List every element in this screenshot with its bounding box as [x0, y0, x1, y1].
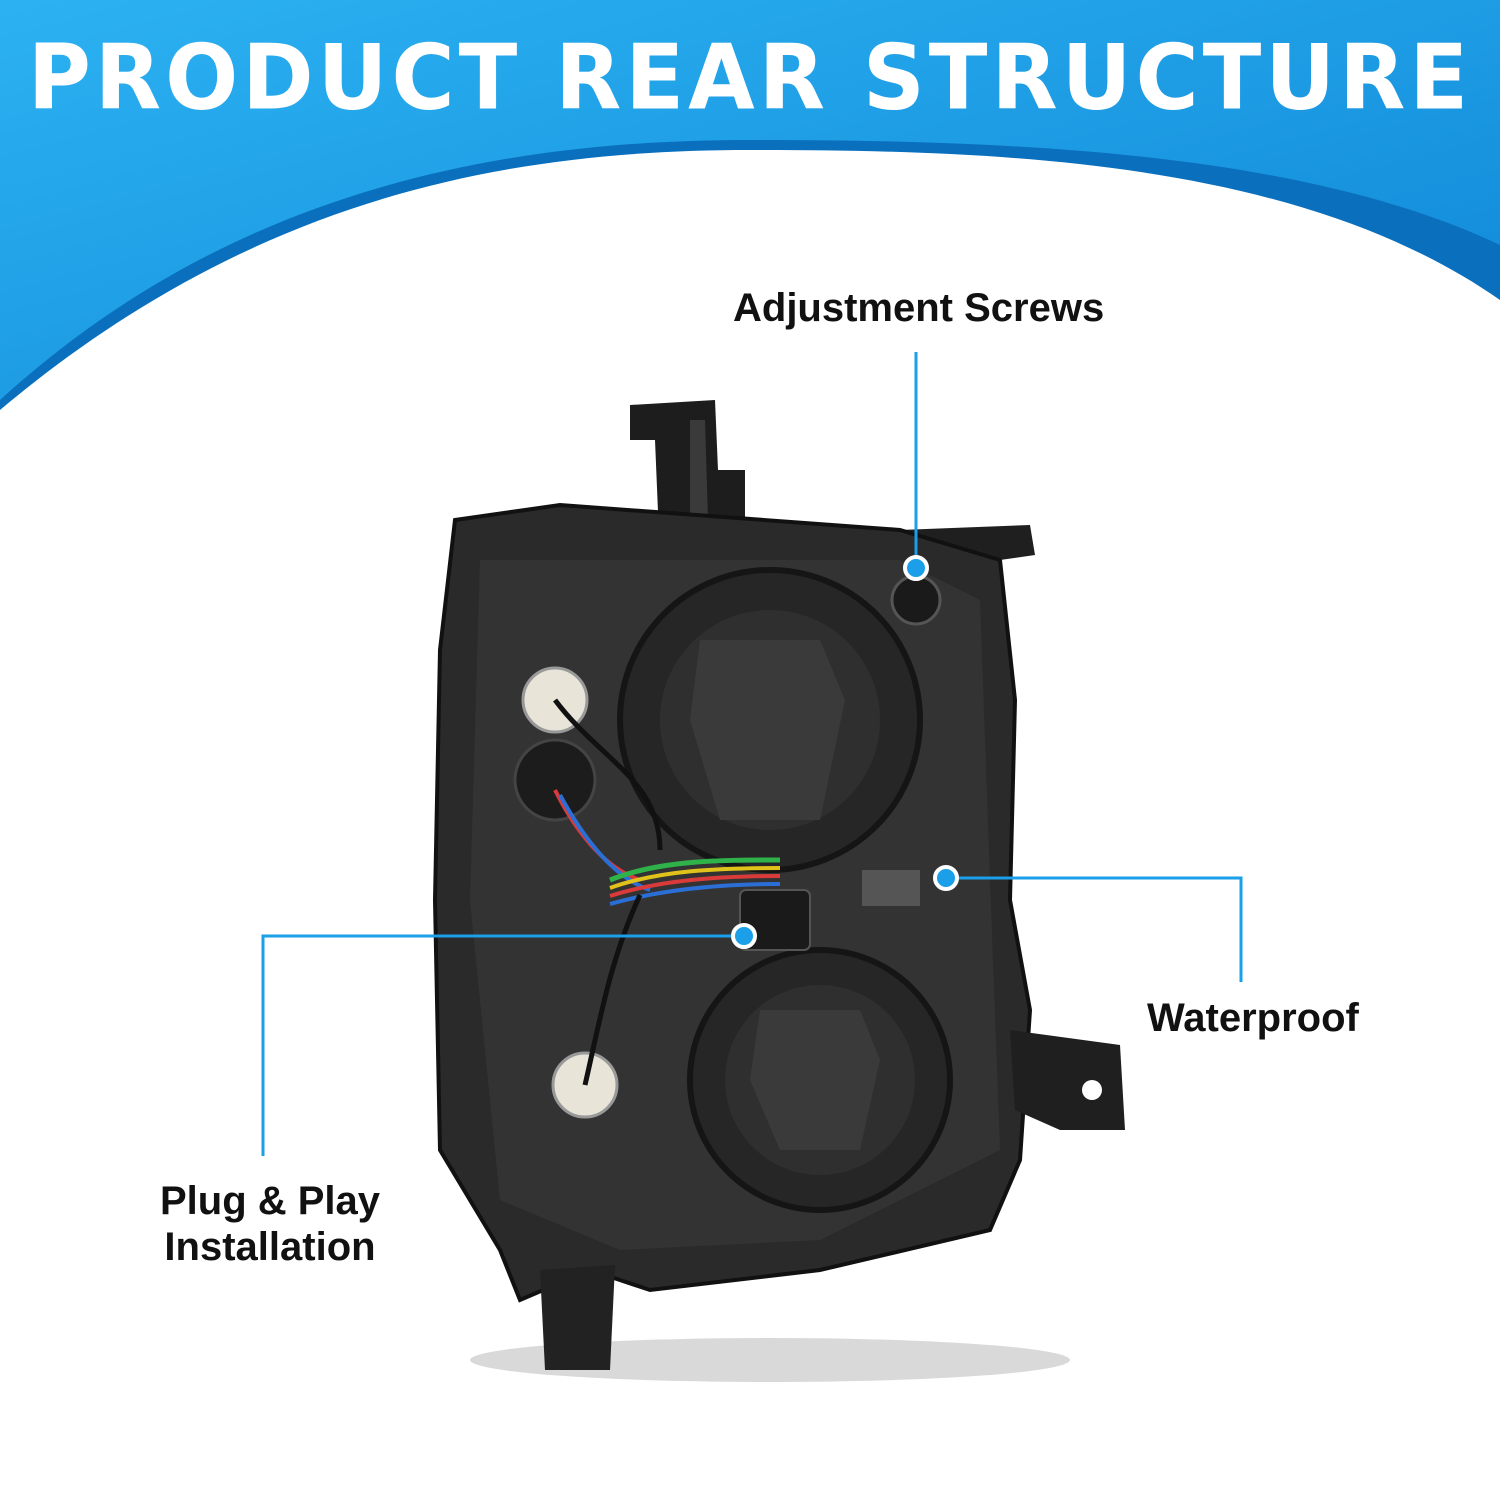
- adjustment-screws-label: Adjustment Screws: [733, 286, 1105, 330]
- waterproof-label: Waterproof: [1147, 996, 1359, 1040]
- page-title: PRODUCT REAR STRUCTURE: [27, 25, 1473, 131]
- plug-play-label: Plug & Play Installation: [120, 1178, 420, 1270]
- plug-play-line2: Installation: [164, 1225, 376, 1269]
- plug-play-line1: Plug & Play: [159, 1179, 381, 1223]
- header-banner: [0, 0, 1500, 410]
